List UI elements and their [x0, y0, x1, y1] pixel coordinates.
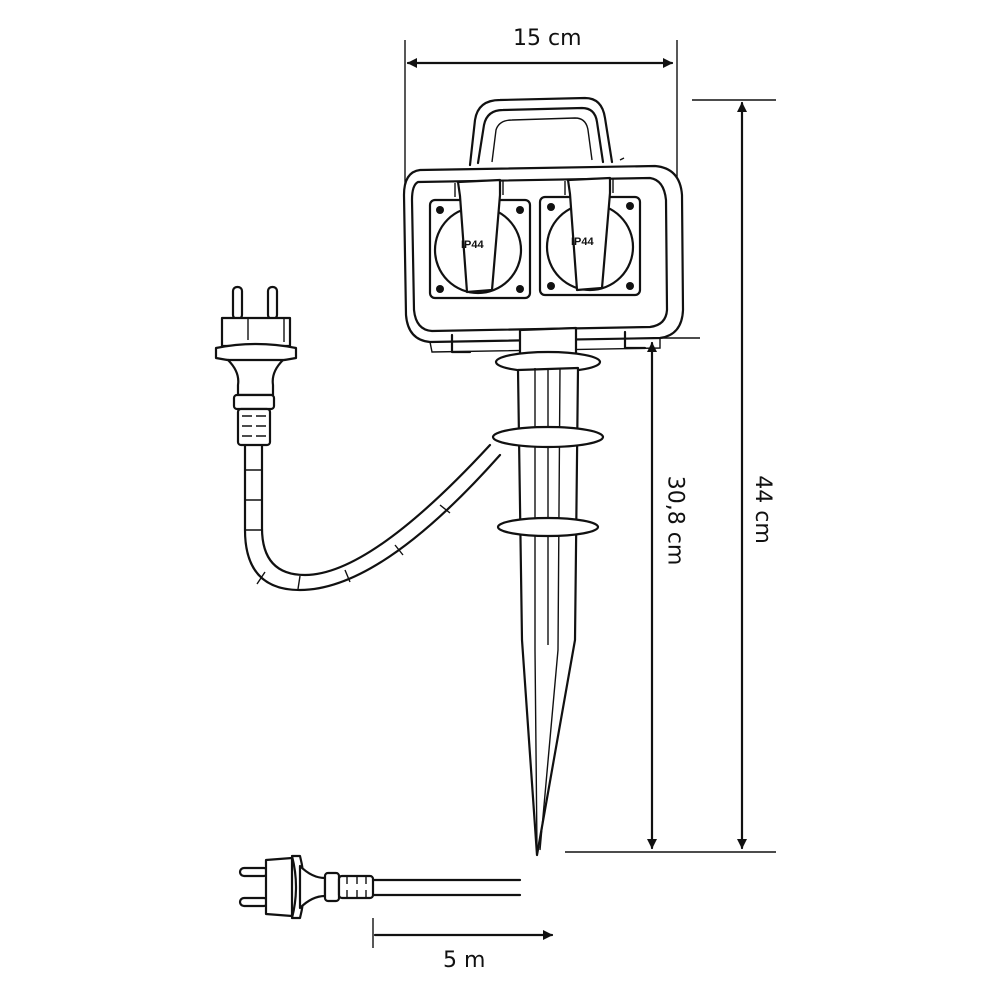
- socket-rating-label-right: IP44: [571, 236, 595, 248]
- schuko-plug-horizontal: [238, 854, 522, 920]
- cable-length-dimension: [372, 918, 554, 948]
- clip-right: [623, 330, 647, 350]
- total-height-label: 44 cm: [749, 475, 775, 544]
- cable-length-label: 5 m: [443, 948, 486, 973]
- ground-stake: [491, 326, 605, 857]
- schuko-plug-vertical: [214, 285, 298, 447]
- socket-rating-label-left: IP44: [461, 239, 485, 251]
- clip-left: [450, 333, 472, 354]
- stake-height-label: 30,8 cm: [662, 475, 688, 566]
- socket-right: IP44: [538, 176, 642, 297]
- power-cable: [243, 443, 502, 592]
- stake-height-dimension: [640, 337, 700, 850]
- width-label: 15 cm: [513, 26, 582, 51]
- width-dimension: [404, 40, 678, 185]
- total-height-dimension: [565, 99, 776, 853]
- socket-left: IP44: [428, 178, 532, 300]
- carry-handle: [468, 96, 614, 167]
